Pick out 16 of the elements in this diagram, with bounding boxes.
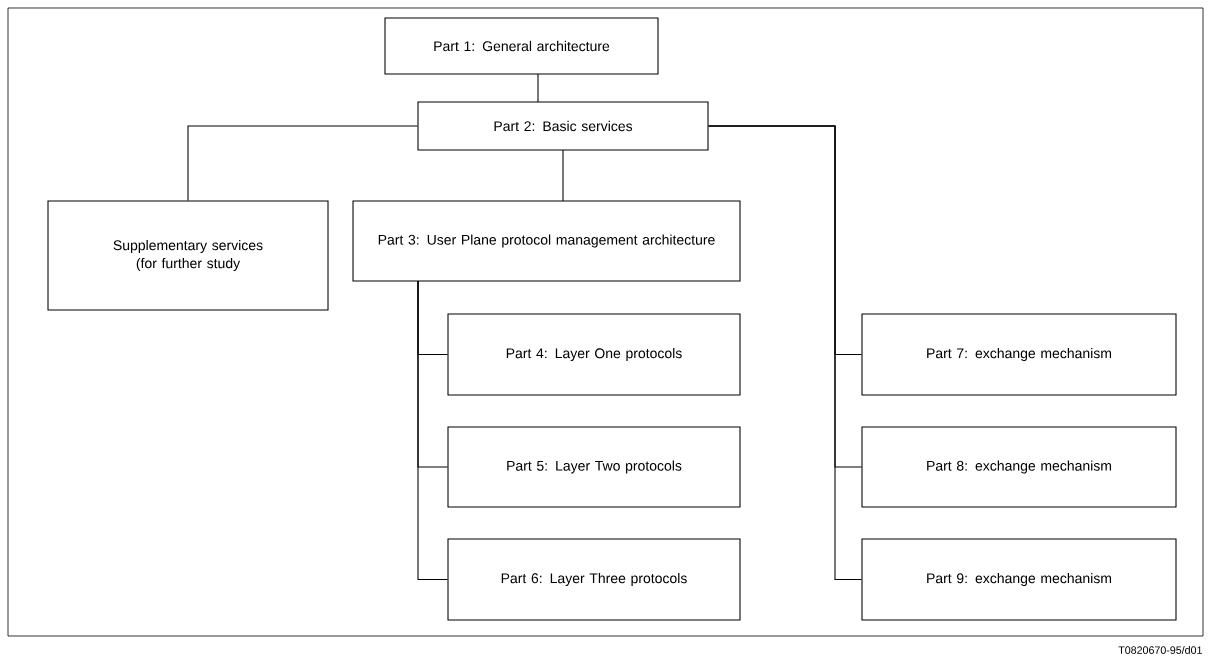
figure-code: T0820670-95/d01 (1118, 646, 1202, 654)
connector-line (187, 125, 418, 201)
connector-line (562, 149, 564, 202)
part-box: Part 2: Basic services (417, 101, 709, 151)
part-box: Part 9: exchange mechanism (861, 538, 1177, 621)
part-box: Supplementary services (for further study (47, 200, 329, 311)
part-box: Part 1: General architecture (384, 17, 659, 75)
part-box: Part 8: exchange mechanism (861, 426, 1177, 508)
connector-line (417, 280, 448, 581)
part-box: Part 7: exchange mechanism (861, 313, 1177, 396)
connector-line (537, 73, 539, 103)
part-box: Part 5: Layer Two protocols (447, 426, 741, 508)
part-box: Part 6: Layer Three protocols (447, 538, 741, 621)
part-box: Part 4: Layer One protocols (447, 313, 741, 396)
connector-line (708, 125, 862, 581)
part-box: Part 3: User Plane protocol management architecture (352, 200, 741, 282)
